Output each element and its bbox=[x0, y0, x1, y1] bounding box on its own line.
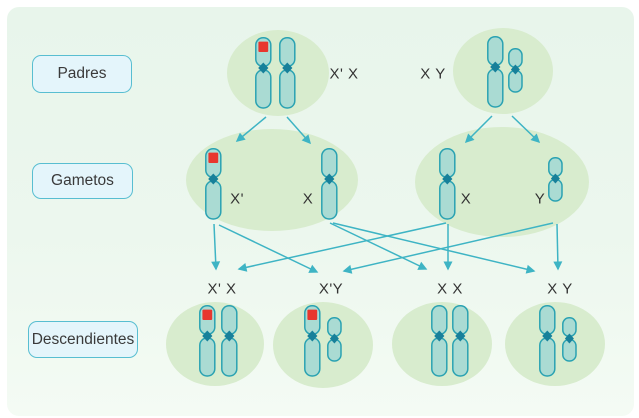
row-label-parents-text: Padres bbox=[57, 65, 107, 82]
offspring-genotype-1: X' X bbox=[207, 280, 237, 298]
chromosome-x-mutant-icon bbox=[206, 149, 221, 219]
chromosome-x-mutant-icon bbox=[256, 38, 271, 108]
gamete-label-x-mother: X bbox=[302, 190, 314, 208]
arrow-xp-to-xpx bbox=[211, 223, 221, 271]
gamete-label-x-father: X bbox=[460, 190, 472, 208]
offspring-genotype-3: X X bbox=[437, 280, 463, 298]
chromosome-x-icon bbox=[279, 37, 296, 109]
gamete-label-y: Y bbox=[534, 190, 546, 208]
arrow-father-to-gamete-x bbox=[464, 115, 493, 144]
mother-gametes-ellipse bbox=[186, 129, 358, 231]
chromosome-x-icon bbox=[321, 148, 338, 220]
arrow-xp-to-xpy bbox=[218, 224, 319, 273]
arrow-x-to-xy bbox=[332, 222, 536, 274]
gamete-label-xp: X' bbox=[230, 190, 244, 208]
chromosome-x-icon bbox=[487, 36, 504, 108]
arrow-y-to-xpy bbox=[342, 222, 554, 274]
arrow-father-to-gamete-y bbox=[511, 115, 541, 144]
offspring-2-ellipse bbox=[273, 302, 373, 388]
offspring-genotype-2: X'Y bbox=[318, 280, 344, 298]
father-genotype-label: X Y bbox=[420, 65, 446, 83]
arrow-mother-to-gamete-xp bbox=[235, 116, 267, 142]
arrow-x-to-xx bbox=[329, 222, 428, 270]
mother-genotype-label: X' X bbox=[329, 65, 359, 83]
chromosome-x-icon bbox=[452, 305, 469, 377]
row-label-offspring-text: Descendientes bbox=[31, 330, 135, 348]
row-label-offspring: Descendientes bbox=[28, 321, 138, 358]
father-gametes-ellipse bbox=[415, 127, 589, 237]
row-label-gametes-text: Gametos bbox=[51, 172, 114, 189]
arrow-mother-to-gamete-x bbox=[286, 116, 311, 145]
chromosome-x-icon bbox=[539, 305, 556, 377]
offspring-1-ellipse bbox=[166, 302, 264, 386]
offspring-genotype-4: X Y bbox=[547, 280, 573, 298]
row-label-parents: Padres bbox=[32, 55, 132, 93]
arrow-y-to-xy bbox=[553, 223, 563, 271]
father-cell-ellipse bbox=[453, 28, 553, 114]
arrow-fatherx-to-xpx bbox=[237, 222, 447, 272]
chromosome-x-mutant-icon bbox=[200, 306, 215, 376]
mother-cell-ellipse bbox=[227, 30, 329, 116]
chromosome-x-icon bbox=[439, 148, 456, 220]
chromosome-x-icon bbox=[221, 305, 238, 377]
chromosome-x-mutant-icon bbox=[305, 306, 320, 376]
chromosome-x-icon bbox=[431, 305, 448, 377]
row-label-gametes: Gametos bbox=[32, 163, 133, 199]
